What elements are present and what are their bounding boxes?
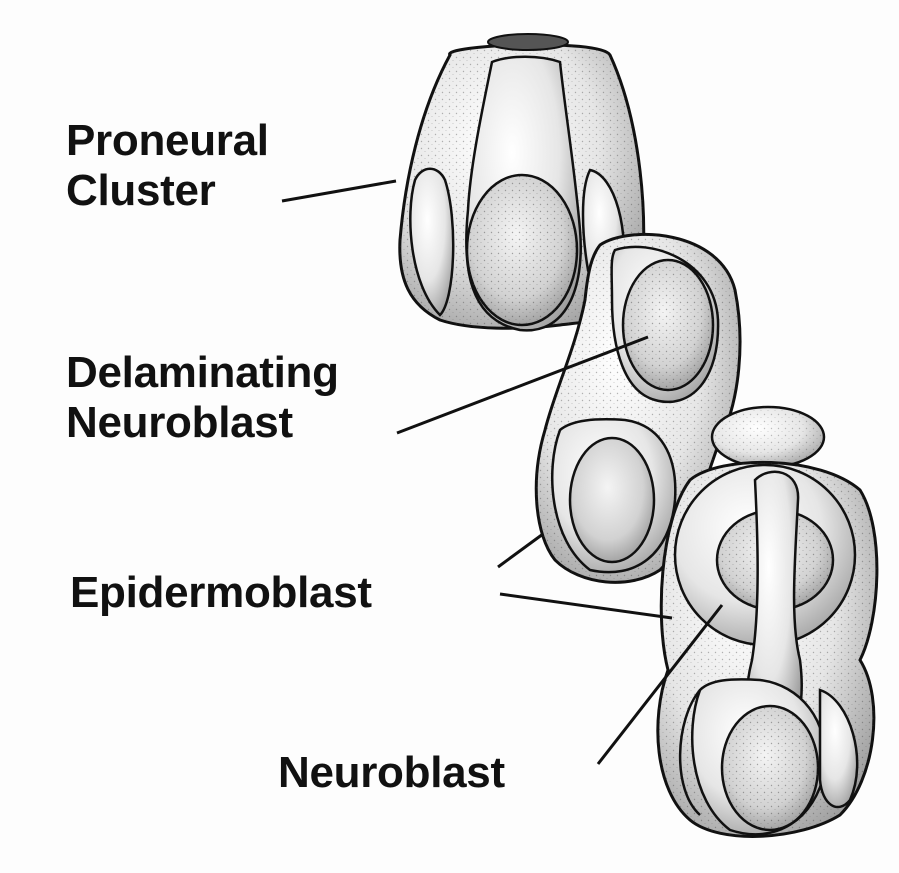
- leader-line-proneural: [282, 181, 396, 201]
- label-epidermoblast: Epidermoblast: [70, 568, 372, 618]
- label-neuroblast-text: Neuroblast: [278, 748, 505, 798]
- label-delaminating-neuroblast: Delaminating Neuroblast: [66, 348, 339, 448]
- label-epidermoblast-text: Epidermoblast: [70, 568, 372, 618]
- label-proneural-cluster: Proneural Cluster: [66, 116, 269, 216]
- neuroblast-cluster-shape: [658, 462, 877, 836]
- label-neuroblast: Neuroblast: [278, 748, 505, 798]
- leader-line-epidermoblast-2: [500, 594, 672, 618]
- label-proneural-line1: Proneural: [66, 116, 269, 166]
- label-proneural-line2: Cluster: [66, 166, 269, 216]
- leader-line-epidermoblast-1: [498, 534, 543, 567]
- label-delaminating-line1: Delaminating: [66, 348, 339, 398]
- label-delaminating-line2: Neuroblast: [66, 398, 339, 448]
